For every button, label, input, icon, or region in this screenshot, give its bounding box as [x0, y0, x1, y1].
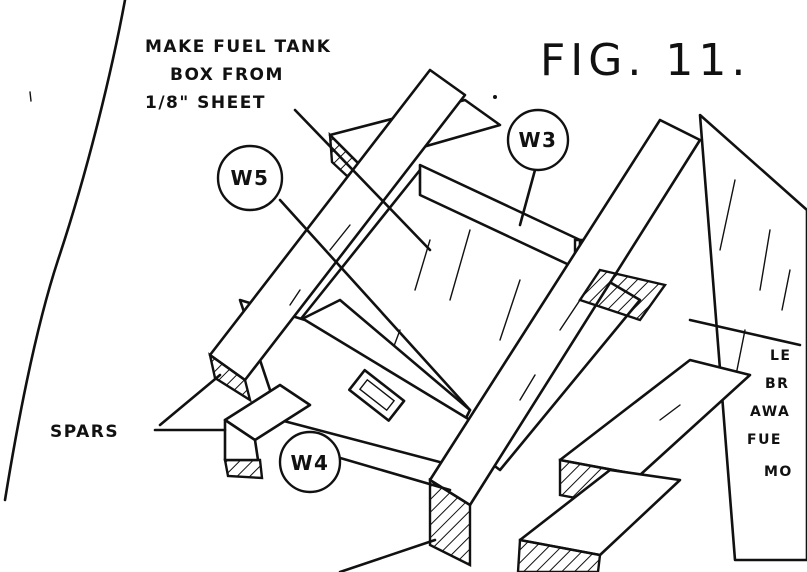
- callout-w5-label: W5: [231, 166, 270, 190]
- right-planking: [698, 113, 807, 562]
- middle-spar-end: [428, 477, 472, 567]
- bottom-spar-end: [516, 538, 602, 572]
- callout-w4-circle: [278, 430, 342, 494]
- callout-w5-circle: [216, 144, 284, 212]
- bottom-spar: [518, 468, 682, 557]
- note-fuel-tank-line-2: BOX FROM: [170, 65, 284, 85]
- note-fuel-tank-line-3: 1/8" SHEET: [145, 93, 266, 113]
- right-note-line-1: LE: [770, 348, 791, 364]
- w4-slot: [347, 368, 406, 422]
- spar-grain: [289, 224, 681, 421]
- stray-dot: [493, 95, 497, 99]
- callout-w3-label: W3: [519, 128, 558, 152]
- spar-cap-mid: [578, 268, 668, 322]
- callout-w4-label: W4: [291, 451, 330, 475]
- right-note-line-2: BR: [765, 376, 789, 392]
- right-note-line-4: FUE: [747, 432, 782, 448]
- fuselage-outline: [3, 0, 127, 502]
- callout-w3-circle: [506, 108, 570, 172]
- figure-title: FIG. 11.: [540, 35, 750, 86]
- left-spar-lower-face: [223, 418, 260, 462]
- spars-label: SPARS: [50, 422, 119, 442]
- right-spar-lower: [558, 358, 752, 477]
- right-note-line-5: MO: [764, 464, 793, 480]
- leader-lines: [153, 108, 802, 572]
- note-fuel-tank-line-1: MAKE FUEL TANK: [145, 37, 331, 57]
- w4-slot-inner: [358, 378, 396, 412]
- right-note-line-3: AWA: [750, 404, 790, 420]
- stray-mark: [29, 91, 32, 102]
- left-spar-upper-end: [208, 352, 252, 403]
- left-spar-lower-end: [223, 458, 264, 480]
